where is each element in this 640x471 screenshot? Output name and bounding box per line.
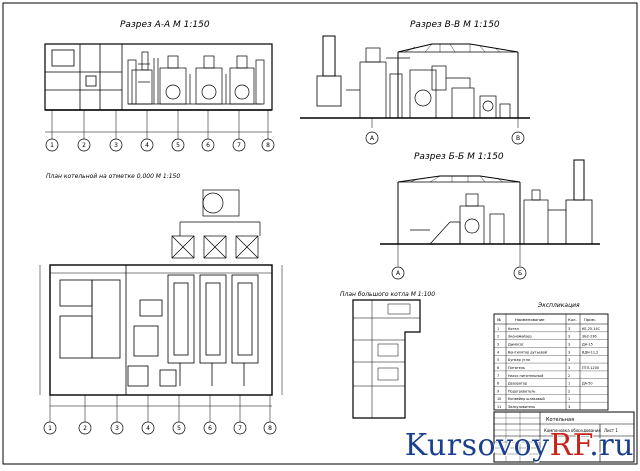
spec-cell: 3 [568, 327, 570, 331]
axis-label: Б [518, 270, 522, 277]
plan-small: План большого котла М 1:100 [340, 291, 435, 419]
spec-cell: Котел [508, 327, 519, 331]
axis-label: 2 [83, 425, 87, 432]
section-aa: Разрез А-А М 1:150 [44, 20, 275, 152]
spec-cell: ДА-50 [582, 382, 593, 386]
spec-header-cell: Наименование [515, 317, 545, 322]
stamp-sheet: Лист 1 [604, 428, 618, 433]
spec-cell: Насос питательный [508, 374, 543, 378]
watermark: KursovoyRF.ru [405, 428, 634, 463]
spec-cell: Деаэратор [508, 382, 527, 386]
spec-cell: 1 [568, 397, 570, 401]
spec-cell: КЕ-25-14С [582, 327, 601, 331]
spec-cell: ВДН-11,2 [582, 350, 598, 354]
axis-label: 7 [238, 425, 242, 432]
axis-label: 7 [237, 142, 241, 149]
axis-label: 8 [266, 142, 270, 149]
plan-small-title: План большого котла М 1:100 [340, 291, 435, 298]
axis-label: 3 [115, 425, 119, 432]
watermark-accent: RF [549, 428, 590, 463]
spec-cell: 6 [497, 366, 499, 370]
spec-header-cell: Прим. [584, 317, 596, 322]
spec-cell: Питатель [508, 366, 525, 370]
spec-cell: 3 [568, 405, 570, 409]
axis-label: 2 [82, 142, 86, 149]
watermark-suffix: .ru [589, 428, 634, 463]
spec-cell: 9 [497, 389, 499, 393]
spec-cell: ДН-15 [582, 343, 593, 347]
spec-cell: 3 [568, 350, 570, 354]
axis-label: 3 [114, 142, 118, 149]
section-bb2-title: Разрез Б-Б М 1:150 [414, 152, 504, 162]
spec-cell: 1 [568, 382, 570, 386]
spec-cell: 11 [497, 405, 501, 409]
spec-cell: Конвейер шлаковый [508, 397, 545, 401]
spec-heading: Экспликация [537, 302, 580, 309]
spec-header-cell: № [497, 317, 501, 322]
axis-label: 5 [177, 425, 181, 432]
spec-cell: Бункер угля [508, 358, 530, 362]
spec-cell: 2 [497, 335, 499, 339]
spec-cell: 8 [497, 382, 499, 386]
spec-cell: Вентилятор дутьевой [508, 350, 547, 354]
spec-cell: 4 [497, 350, 499, 354]
section-bb2: Разрез Б-Б М 1:150 А Б [380, 152, 600, 280]
section-bb-title: Разрез В-В М 1:150 [410, 20, 500, 30]
section-bb: Разрез В-В М 1:150 [300, 20, 530, 145]
spec-header-cell: Кол. [568, 317, 577, 322]
spec-cell: 2 [568, 374, 570, 378]
spec-cell: 3 [568, 343, 570, 347]
spec-table: Наименование Экспликация № Наименование … [493, 302, 609, 411]
spec-cell: 2 [568, 389, 570, 393]
stamp-title: Котельная [546, 417, 574, 423]
axis-label: 4 [146, 425, 150, 432]
spec-cell: 3 [568, 358, 570, 362]
section-aa-title: Разрез А-А М 1:150 [120, 20, 210, 30]
spec-cell: 5 [497, 358, 499, 362]
spec-cell: 10 [497, 397, 501, 401]
spec-cell: ЭБ2-236 [582, 335, 597, 339]
axis-label: 1 [50, 142, 54, 149]
watermark-main: Kursovoy [404, 428, 550, 463]
axis-label: 6 [206, 142, 210, 149]
spec-cell: 1 [497, 327, 499, 331]
plan-main-title: План котельной на отметке 0,000 М 1:150 [46, 173, 180, 180]
spec-cell: ПТЛ-1200 [582, 366, 599, 370]
spec-cell: Подогреватель [508, 389, 535, 393]
axis-label: 4 [145, 142, 149, 149]
spec-cell: 3 [497, 343, 499, 347]
spec-cell: 7 [497, 374, 499, 378]
spec-cell: Золоуловитель [508, 405, 535, 409]
axis-label: 5 [176, 142, 180, 149]
spec-cell: Экономайзер [508, 335, 532, 339]
spec-cell: 3 [568, 366, 570, 370]
axis-label: 1 [48, 425, 52, 432]
spec-cell: 3 [568, 335, 570, 339]
spec-cell: Дымосос [508, 343, 524, 347]
stamp-subtitle: Компоновка оборудования [544, 428, 601, 433]
axis-label: А [396, 270, 401, 277]
axis-label: В [516, 135, 520, 142]
axis-label: А [370, 135, 375, 142]
axis-label: 6 [208, 425, 212, 432]
plan-main: План котельной на отметке 0,000 М 1:150 [39, 173, 283, 435]
title-block: Котельная Компоновка оборудования Лист 1 [493, 411, 635, 463]
axis-label: 8 [268, 425, 272, 432]
sheet-border [2, 2, 638, 465]
